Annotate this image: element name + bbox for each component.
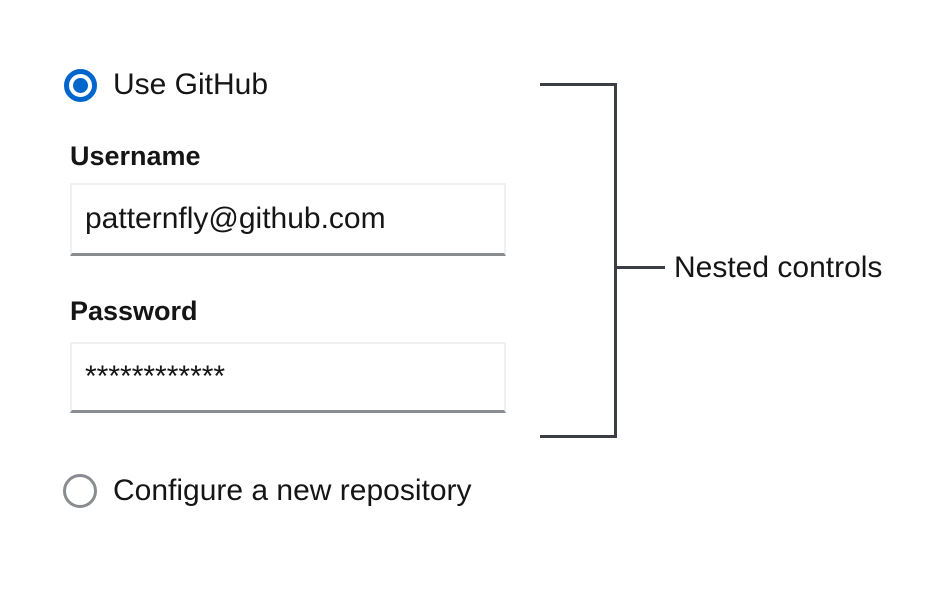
password-label: Password — [70, 296, 198, 326]
radio-selected-icon[interactable] — [64, 68, 97, 102]
radio-unselected-icon[interactable] — [63, 474, 97, 508]
radio-option-configure-repository[interactable]: Configure a new repository — [63, 473, 472, 509]
username-label: Username — [70, 141, 201, 171]
bracket-tick-line — [617, 266, 665, 269]
annotation-nested-controls: Nested controls — [674, 251, 883, 284]
bracket-line — [540, 83, 617, 438]
radio-label-configure-repository[interactable]: Configure a new repository — [113, 474, 472, 507]
username-input[interactable] — [70, 183, 506, 256]
radio-dot — [73, 77, 88, 93]
radio-option-use-github[interactable]: Use GitHub — [64, 67, 268, 103]
radio-label-use-github[interactable]: Use GitHub — [113, 68, 269, 101]
password-input[interactable] — [70, 342, 506, 413]
